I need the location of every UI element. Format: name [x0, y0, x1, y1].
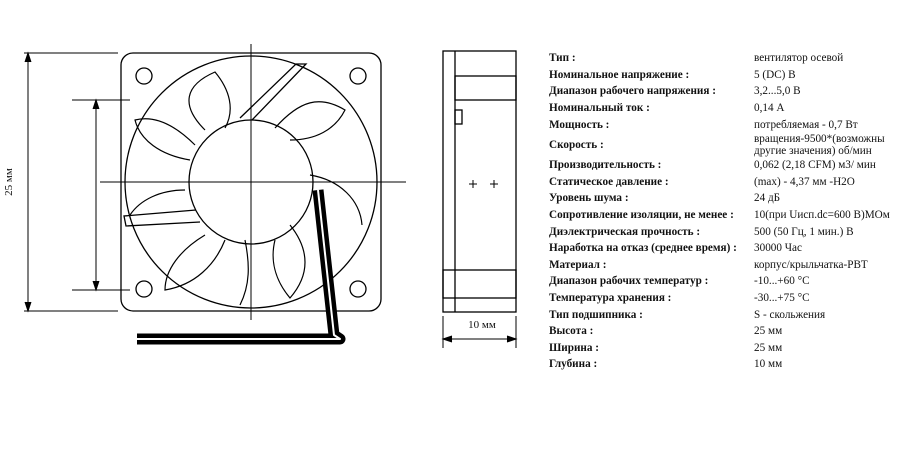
spec-row: Сопротивление изоляции, не менее : 10(при… [549, 207, 894, 224]
spec-row: Диапазон рабочего напряжения : 3,2...5,0 … [549, 83, 894, 100]
spec-value: 5 (DC) В [754, 68, 796, 81]
spec-row: Тип подшипника : S - скольжения [549, 306, 894, 323]
spec-row: Номинальный ток : 0,14 А [549, 100, 894, 117]
spec-value: 10 мм [754, 358, 783, 371]
spec-row: Производительность : 0,062 (2,18 CFM) м3/… [549, 157, 894, 174]
spec-value: 25 мм [754, 341, 783, 354]
spec-value: -10...+60 °С [754, 275, 810, 288]
fan-struts [123, 63, 308, 227]
spec-label: Диэлектрическая прочность : [549, 225, 701, 238]
dimension-height [24, 51, 130, 313]
spec-row: Диапазон рабочих температур : -10...+60 °… [549, 273, 894, 290]
side-body [442, 50, 517, 313]
spec-row: Диэлектрическая прочность : 500 (50 Гц, 1… [549, 223, 894, 240]
spec-value: потребляемая - 0,7 Вт [754, 118, 858, 131]
side-notch [454, 109, 463, 125]
side-bottom-rib [442, 269, 517, 299]
spec-label: Высота : [549, 325, 594, 338]
mount-hole-bottom-right [349, 280, 367, 298]
spec-value: 24 дБ [754, 192, 781, 205]
spec-row: Наработка на отказ (среднее время) : 3000… [549, 240, 894, 257]
spec-value: (max) - 4,37 мм -H2O [754, 175, 855, 188]
spec-row: Статическое давление : (max) - 4,37 мм -H… [549, 174, 894, 191]
technical-drawing: 25 мм 10 мм [3, 44, 518, 348]
spec-row: Мощность : потребляемая - 0,7 Вт [549, 116, 894, 133]
spec-row: Высота : 25 мм [549, 323, 894, 340]
spec-label: Производительность : [549, 159, 662, 172]
spec-value: 500 (50 Гц, 1 мин.) В [754, 225, 854, 238]
mount-hole-top-left [135, 67, 153, 85]
depth-dimension-label: 10 мм [468, 319, 496, 331]
fan-cable [137, 189, 346, 345]
spec-value: корпус/крыльчатка-PBT [754, 258, 868, 271]
spec-row: Ширина : 25 мм [549, 340, 894, 357]
spec-label: Мощность : [549, 118, 610, 131]
spec-value: вентилятор осевой [754, 52, 844, 65]
side-top-rib [454, 75, 517, 101]
spec-row: Тип : вентилятор осевой [549, 50, 894, 67]
height-dimension-label: 25 мм [3, 168, 15, 196]
spec-label: Уровень шума : [549, 192, 629, 205]
spec-row: Материал : корпус/крыльчатка-PBT [549, 257, 894, 274]
spec-label: Материал : [549, 258, 607, 271]
spec-label: Тип : [549, 52, 576, 65]
fan-blades [129, 71, 363, 306]
spec-row: Глубина : 10 мм [549, 356, 894, 373]
spec-label: Номинальный ток : [549, 102, 650, 115]
spec-label: Номинальное напряжение : [549, 68, 690, 81]
spec-label: Скорость : [549, 138, 604, 151]
spec-label: Наработка на отказ (среднее время) : [549, 242, 737, 255]
spec-value: 25 мм [754, 325, 783, 338]
fan-side-view [442, 50, 517, 313]
spec-label: Глубина : [549, 358, 598, 371]
mount-hole-bottom-left [135, 280, 153, 298]
spec-value: 0,062 (2,18 CFM) м3/ мин [754, 159, 876, 172]
spec-row: Уровень шума : 24 дБ [549, 190, 894, 207]
spec-label: Статическое давление : [549, 175, 669, 188]
spec-label: Тип подшипника : [549, 308, 643, 321]
spec-value: вращения-9500*(возможны другие значения)… [754, 132, 885, 157]
spec-label: Диапазон рабочего напряжения : [549, 85, 716, 98]
spec-label: Диапазон рабочих температур : [549, 275, 709, 288]
spec-row: Температура хранения : -30...+75 °С [549, 290, 894, 307]
spec-label: Ширина : [549, 341, 599, 354]
spec-value: S - скольжения [754, 308, 826, 321]
spec-value: 3,2...5,0 В [754, 85, 801, 98]
spec-value: 10(при Uисп.dc=600 В)МОм [754, 209, 890, 222]
fan-front-view [100, 44, 406, 320]
spec-value: 0,14 А [754, 102, 785, 115]
spec-row: Номинальное напряжение : 5 (DC) В [549, 67, 894, 84]
spec-row: Скорость : вращения-9500*(возможны другие… [549, 133, 894, 157]
spec-value: -30...+75 °С [754, 292, 810, 305]
spec-label: Сопротивление изоляции, не менее : [549, 209, 734, 222]
spec-label: Температура хранения : [549, 292, 672, 305]
mount-hole-top-right [349, 67, 367, 85]
spec-value: 30000 Час [754, 242, 802, 255]
dimension-depth [441, 316, 518, 348]
